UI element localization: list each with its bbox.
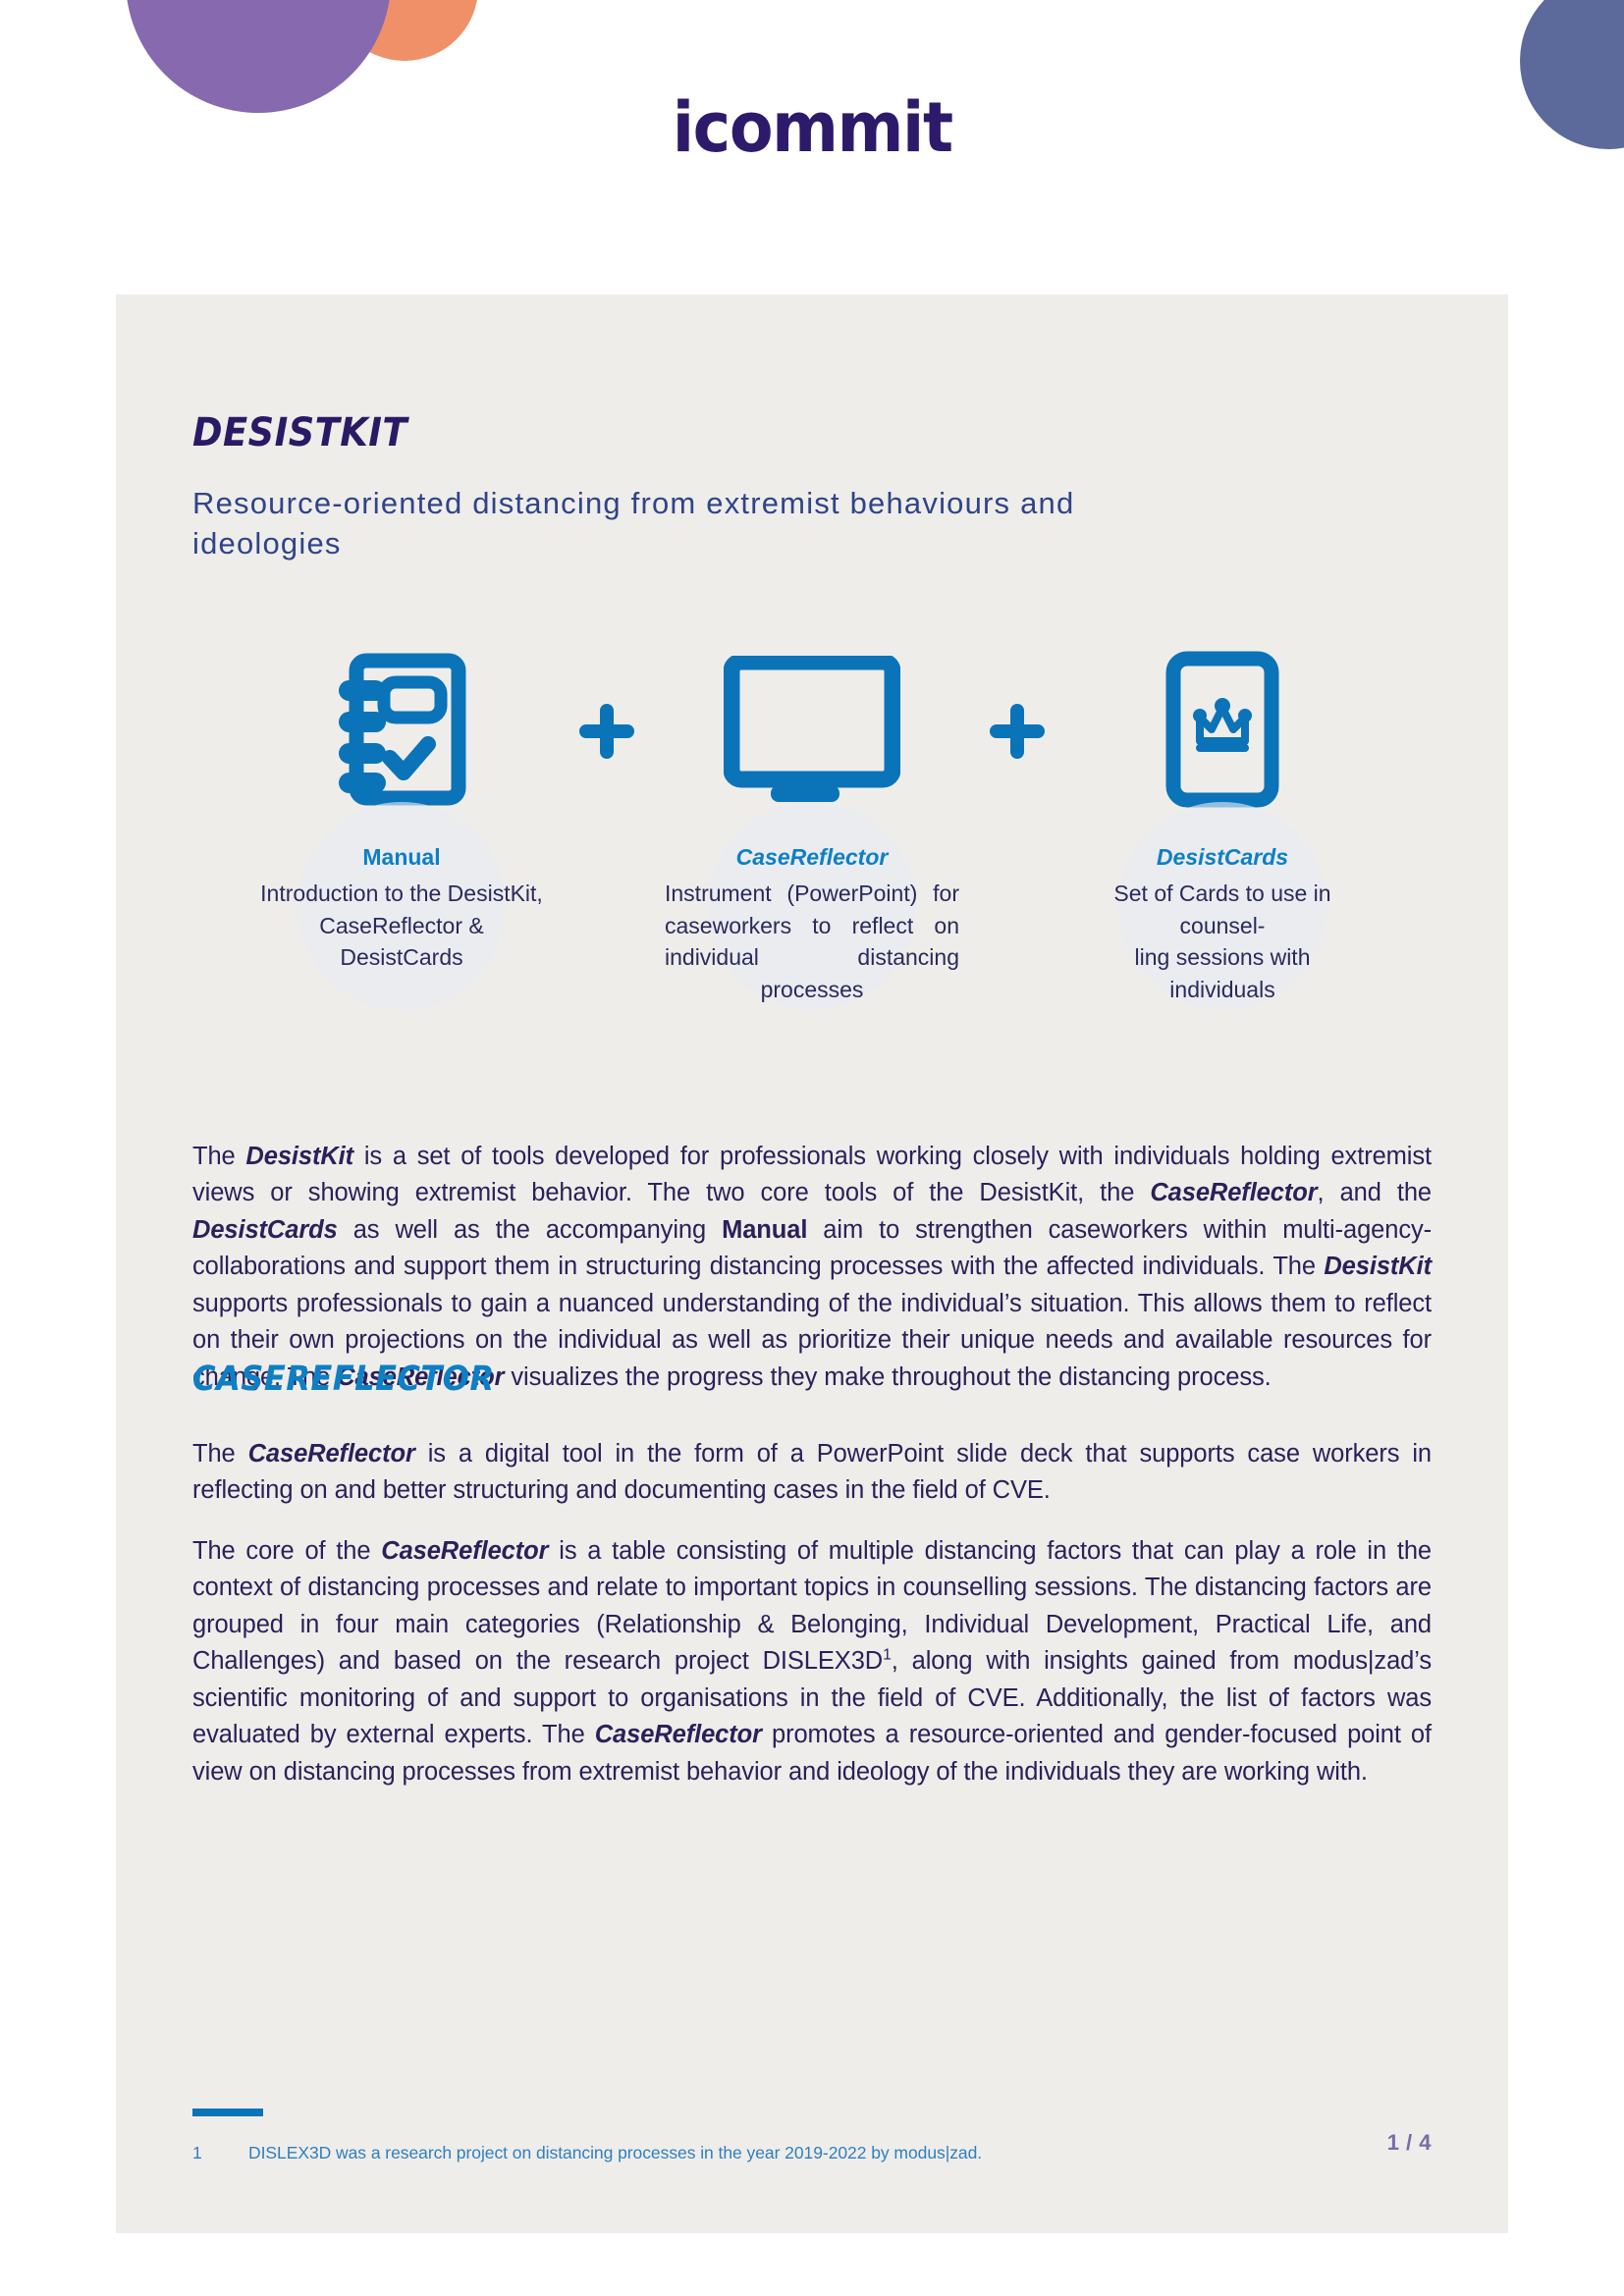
icon-cell-casereflector <box>665 653 959 808</box>
section-heading-casereflector: CASEREFLECTOR <box>192 1360 495 1399</box>
footnote: 1 DISLEX3D was a research project on dis… <box>192 2143 1432 2163</box>
page-title: DESISTKIT <box>192 410 407 455</box>
icon-cell-desistcards <box>1075 651 1370 813</box>
paragraph-casereflector-2: The core of the CaseReflector is a table… <box>192 1537 1432 1786</box>
component-caption-row: Manual Introduction to the DesistKit, Ca… <box>192 802 1432 1010</box>
caption-title-manual: Manual <box>362 844 441 870</box>
caption-description-casereflector: Instrument (PowerPoint) for caseworkers … <box>665 881 959 1002</box>
caption-desistcards: DesistCards Set of Cards to use in couns… <box>1075 802 1370 1010</box>
footnote-divider <box>192 2109 263 2116</box>
footnote-text: DISLEX3D was a research project on dista… <box>248 2143 983 2163</box>
footnote-number: 1 <box>192 2143 202 2163</box>
separator-plus-1 <box>549 701 665 762</box>
page-subtitle: Resource-oriented distancing from extrem… <box>192 486 1075 561</box>
card-crown-icon <box>1164 651 1280 813</box>
content-panel: DESISTKIT Resource-oriented distancing f… <box>116 294 1508 2233</box>
notebook-checklist-icon <box>331 651 472 813</box>
caption-halo <box>298 802 506 1010</box>
caption-halo <box>1118 802 1326 1010</box>
component-icon-row <box>192 643 1432 820</box>
paragraph-casereflector-1: The CaseReflector is a digital tool in t… <box>192 1440 1433 1505</box>
caption-title-desistcards: DesistCards <box>1156 844 1289 870</box>
icon-cell-manual <box>254 651 549 813</box>
paragraph-intro: The DesistKit is a set of tools develope… <box>192 1143 1433 1391</box>
page-number: 1 / 4 <box>1386 2130 1432 2155</box>
brand-logo: icommit <box>0 93 1624 162</box>
caption-halo <box>708 802 916 1010</box>
caption-casereflector: CaseReflector Instrument (PowerPoint) fo… <box>665 802 959 1010</box>
caption-manual: Manual Introduction to the DesistKit, Ca… <box>254 802 549 1010</box>
caption-title-casereflector: CaseReflector <box>735 844 889 870</box>
caption-description-desistcards: Set of Cards to use in counsel- ling ses… <box>1113 881 1331 1002</box>
brand-logo-text: icommit <box>672 87 953 168</box>
separator-plus-2 <box>959 701 1075 762</box>
desktop-monitor-icon <box>723 653 901 808</box>
caption-description-manual: Introduction to the DesistKit, CaseRefle… <box>260 881 543 971</box>
